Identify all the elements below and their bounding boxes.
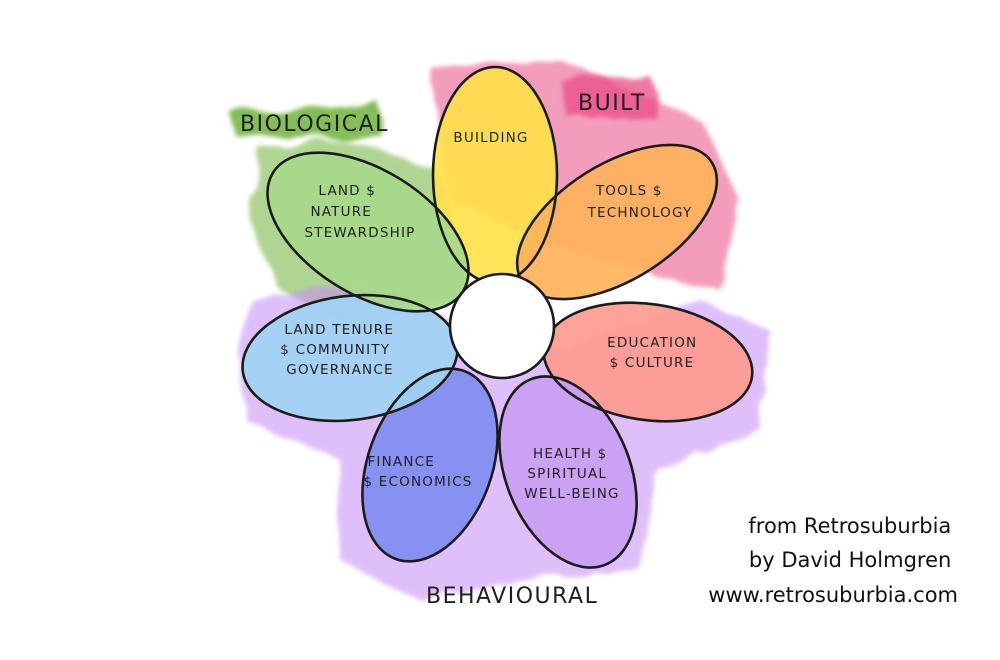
label-line: BUILDING [453,130,528,146]
label-line: TECHNOLOGY [587,205,693,221]
petal-label-education: EDUCATION $ CULTURE [607,335,703,371]
petal-label-finance: FINANCE $ ECONOMICS [363,454,472,490]
category-biological: BIOLOGICAL [240,112,389,137]
credit-line-3: www.retrosuburbia.com [708,583,958,607]
category-built: BUILT [578,91,646,116]
label-line: TOOLS $ [595,183,663,199]
category-behavioural: BEHAVIOURAL [426,584,598,609]
petal-fill-building [433,67,557,283]
petal-labels: BUILDING TOOLS $ TECHNOLOGY EDUCATION $ … [280,130,703,502]
label-line: $ CULTURE [610,355,695,371]
label-line: EDUCATION [607,335,697,351]
credit-block: from Retrosuburbia by David Holmgren www… [708,514,958,607]
label-line: $ ECONOMICS [363,474,472,490]
credit-line-2: by David Holmgren [749,548,951,572]
label-line: HEALTH $ [533,446,607,462]
petal-outline-finance [361,367,499,563]
flower-center [448,272,556,380]
credit-line-1: from Retrosuburbia [748,514,951,538]
label-line: STEWARDSHIP [304,225,415,241]
label-line: $ COMMUNITY [280,342,390,358]
label-line: SPIRITUAL [527,466,607,482]
label-line: FINANCE [367,454,435,470]
petal-outline-health [498,375,638,569]
petal-label-land-tenure: LAND TENURE $ COMMUNITY GOVERNANCE [280,322,399,378]
label-line: WELL-BEING [524,486,619,502]
petal-fill-tools [517,144,717,300]
petal-label-land-nature: LAND $ NATURE STEWARDSHIP [304,183,415,241]
petal-label-health: HEALTH $ SPIRITUAL WELL-BEING [524,446,619,502]
petal-fill-health [499,376,637,568]
petal-fills [242,67,753,568]
petal-label-tools: TOOLS $ TECHNOLOGY [587,183,693,221]
label-line: NATURE [310,204,372,220]
built-banner [560,76,660,118]
petal-fill-land-tenure [242,295,458,421]
petal-fill-finance [362,368,498,562]
label-line: LAND $ [318,183,376,199]
petal-label-building: BUILDING [453,130,528,146]
petal-fill-education [543,302,753,422]
label-line: LAND TENURE [284,322,394,338]
label-line: GOVERNANCE [286,362,393,378]
biological-banner [230,104,386,138]
